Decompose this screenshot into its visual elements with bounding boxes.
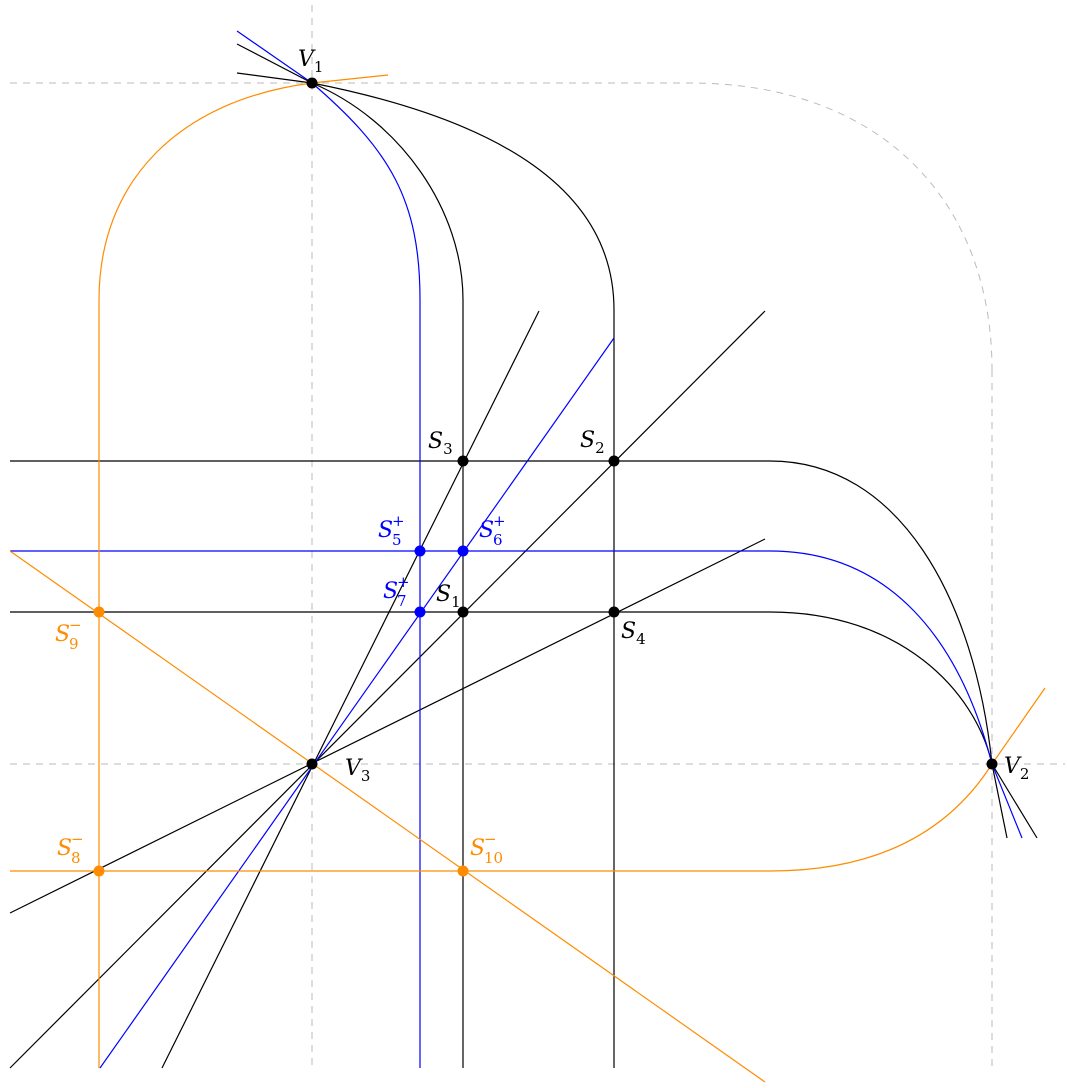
svg-text:+: +	[397, 573, 410, 591]
svg-text:S: S	[378, 518, 393, 543]
curve-v1-x99	[98, 74, 389, 1068]
label-s6: S + 6	[479, 512, 506, 549]
point-s7	[414, 606, 426, 618]
guide-horizontal-top-curve	[10, 82, 993, 371]
svg-text:8: 8	[71, 849, 81, 867]
label-v1: V1	[298, 47, 323, 76]
labels: V1 V2 V3 S1 S2 S3 S4 S + 5 S + 6 S + 7 S…	[55, 47, 1029, 867]
point-v1	[306, 77, 318, 89]
svg-text:S: S	[470, 836, 485, 861]
label-v3: V3	[345, 756, 370, 785]
svg-text:+: +	[392, 512, 405, 530]
svg-text:S: S	[55, 622, 70, 647]
svg-text:7: 7	[397, 592, 407, 610]
label-s3: S3	[428, 429, 453, 458]
label-v2: V2	[1004, 754, 1029, 783]
point-s2	[608, 455, 620, 467]
svg-text:9: 9	[69, 635, 79, 653]
svg-text:S: S	[383, 579, 398, 604]
label-s10: S − 10	[470, 830, 503, 867]
curve-row-551	[10, 550, 993, 765]
point-s8	[93, 865, 105, 877]
curve-row-461	[10, 460, 993, 765]
svg-text:−: −	[71, 830, 84, 848]
blue-lines	[10, 30, 1023, 1069]
label-s9: S − 9	[55, 616, 82, 653]
point-s4	[608, 606, 620, 618]
label-s2: S2	[580, 428, 605, 457]
curve-row-612	[10, 611, 993, 765]
curve-v1-x420	[311, 82, 421, 1068]
line-s6-v3	[99, 337, 615, 1069]
point-s10	[457, 865, 469, 877]
tangent-v1-black-2	[236, 72, 313, 84]
svg-text:5: 5	[392, 531, 402, 549]
point-s5	[414, 545, 426, 557]
black-lines	[9, 43, 1038, 1069]
point-s3	[457, 455, 469, 467]
point-s1	[457, 606, 469, 618]
label-s5: S + 5	[378, 512, 405, 549]
line-s3-v3	[161, 310, 540, 1069]
tangent-v2-black-2	[991, 763, 1038, 839]
label-s1: S1	[436, 582, 461, 611]
orange-lines	[9, 74, 1046, 1083]
line-s2-v3	[9, 310, 766, 1069]
curve-v1-x614	[311, 82, 615, 1068]
curve-v1-x463	[311, 82, 464, 1068]
point-s9	[93, 606, 105, 618]
svg-text:6: 6	[493, 531, 503, 549]
point-v2	[986, 758, 998, 770]
label-s4: S4	[621, 619, 646, 648]
curve-row-871	[10, 687, 1046, 872]
svg-text:S: S	[57, 836, 72, 861]
label-s7: S + 7	[383, 573, 410, 610]
svg-text:10: 10	[484, 849, 503, 867]
line-s4-v3-s8	[9, 538, 766, 914]
point-s6	[457, 545, 469, 557]
svg-text:+: +	[493, 512, 506, 530]
svg-text:−: −	[69, 616, 82, 634]
svg-text:−: −	[484, 830, 497, 848]
tangent-v2-black	[991, 763, 1008, 839]
tangent-v2-blue	[991, 763, 1023, 839]
label-s8: S − 8	[57, 830, 84, 867]
guide-lines	[10, 5, 1065, 1070]
tangent-v1-black	[236, 43, 313, 84]
tangent-v1-blue	[236, 30, 313, 84]
points	[93, 77, 998, 877]
svg-text:S: S	[479, 518, 494, 543]
line-s9-v3-s10	[9, 550, 766, 1083]
point-v3	[306, 758, 318, 770]
